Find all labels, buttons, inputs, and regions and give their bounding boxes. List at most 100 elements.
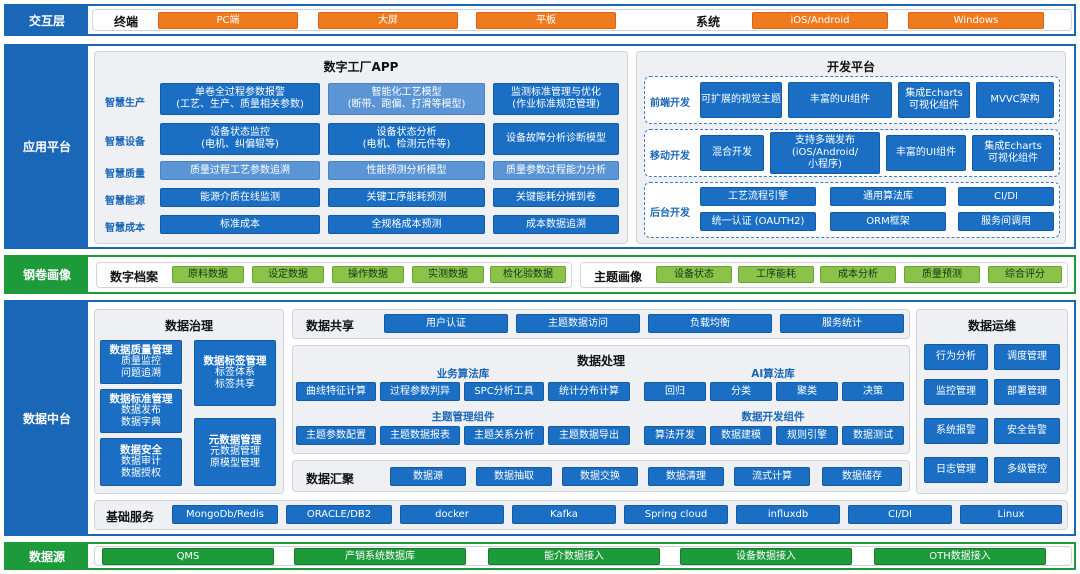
theme-quality-predict[interactable]: 质量预测 <box>904 266 980 283</box>
basic-oracle-db2[interactable]: ORACLE/DB2 <box>286 505 392 524</box>
source-qms[interactable]: QMS <box>102 548 274 565</box>
sharing-user-auth[interactable]: 用户认证 <box>384 314 508 333</box>
sharing-load-balance[interactable]: 负载均衡 <box>648 314 772 333</box>
dev-item-ui-components[interactable]: 丰富的UI组件 <box>788 82 892 118</box>
app-item-capability-analysis[interactable]: 质量参数过程能力分析 <box>493 161 619 180</box>
gather-data-clean[interactable]: 数据清理 <box>648 467 724 486</box>
ai-clustering[interactable]: 聚类 <box>776 382 838 401</box>
basic-mongodb-redis[interactable]: MongoDb/Redis <box>172 505 278 524</box>
archive-inspection-data[interactable]: 检化验数据 <box>490 266 566 283</box>
app-item-process-model[interactable]: 智能化工艺模型 (断带、跑偏、打滑等模型) <box>328 83 485 115</box>
app-item-param-alarm[interactable]: 单卷全过程参数报警 (工艺、生产、质量相关参数) <box>160 83 320 115</box>
dev-item-mvvc[interactable]: MVVC架构 <box>976 82 1054 118</box>
biz-param-anomaly[interactable]: 过程参数判异 <box>380 382 460 401</box>
dev-item-multi-publish[interactable]: 支持多端发布 (iOS/Android/ 小程序) <box>770 132 880 174</box>
dev-item-mobile-ui[interactable]: 丰富的UI组件 <box>886 135 966 171</box>
app-item-cost-predict[interactable]: 全规格成本预测 <box>328 215 485 234</box>
basic-influxdb[interactable]: influxdb <box>736 505 840 524</box>
basic-ci-di[interactable]: CI/DI <box>848 505 952 524</box>
archive-setting-data[interactable]: 设定数据 <box>252 266 324 283</box>
dev-item-visual-theme[interactable]: 可扩展的视觉主题 <box>700 82 782 118</box>
theme-overall-score[interactable]: 综合评分 <box>988 266 1062 283</box>
app-item-standard-cost[interactable]: 标准成本 <box>160 215 320 234</box>
row-label-smart-energy: 智慧能源 <box>105 196 145 207</box>
dev-item-hybrid[interactable]: 混合开发 <box>700 135 764 171</box>
source-oth-access[interactable]: OTH数据接入 <box>874 548 1046 565</box>
dev-algorithm[interactable]: 算法开发 <box>644 426 706 445</box>
governance-metadata-mgmt[interactable]: 元数据管理 元数据管理 原模型管理 <box>194 418 276 486</box>
dev-item-oauth[interactable]: 统一认证 (OAUTH2) <box>700 212 816 231</box>
ops-log-mgmt[interactable]: 日志管理 <box>924 457 988 483</box>
ops-monitor-mgmt[interactable]: 监控管理 <box>924 379 988 405</box>
dev-rule-engine[interactable]: 规则引擎 <box>776 426 838 445</box>
governance-tag-mgmt[interactable]: 数据标签管理 标签体系 标签共享 <box>194 340 276 406</box>
basic-linux[interactable]: Linux <box>960 505 1062 524</box>
topic-data-export[interactable]: 主题数据导出 <box>548 426 630 445</box>
dev-item-ci-di[interactable]: CI/DI <box>958 187 1054 206</box>
governance-data-security[interactable]: 数据安全 数据审计 数据授权 <box>100 438 182 486</box>
gather-data-extract[interactable]: 数据抽取 <box>476 467 552 486</box>
sharing-topic-access[interactable]: 主题数据访问 <box>516 314 640 333</box>
data-source-layer: 数据源 QMS 产销系统数据库 能介数据接入 设备数据接入 OTH数据接入 <box>4 542 1076 570</box>
app-item-performance-predict[interactable]: 性能预测分析模型 <box>328 161 485 180</box>
ops-behavior-analysis[interactable]: 行为分析 <box>924 344 988 370</box>
terminal-pc[interactable]: PC端 <box>158 12 298 29</box>
archive-raw-data[interactable]: 原料数据 <box>172 266 244 283</box>
biz-spc-tool[interactable]: SPC分析工具 <box>464 382 544 401</box>
governance-standard-mgmt[interactable]: 数据标准管理 数据发布 数据字典 <box>100 389 182 433</box>
ai-regression[interactable]: 回归 <box>644 382 706 401</box>
app-item-equip-analysis[interactable]: 设备状态分析 (电机、检测元件等) <box>328 123 485 155</box>
dev-data-testing[interactable]: 数据测试 <box>842 426 904 445</box>
gather-stream-compute[interactable]: 流式计算 <box>734 467 810 486</box>
app-item-energy-allocate[interactable]: 关键能耗分摊到卷 <box>493 188 619 207</box>
archive-measured-data[interactable]: 实测数据 <box>412 266 484 283</box>
theme-equipment-status[interactable]: 设备状态 <box>656 266 732 283</box>
ai-algorithm-title: AI算法库 <box>751 368 795 380</box>
topic-data-report[interactable]: 主题数据报表 <box>380 426 460 445</box>
app-item-energy-monitor[interactable]: 能源介质在线监测 <box>160 188 320 207</box>
archive-operation-data[interactable]: 操作数据 <box>332 266 404 283</box>
terminal-tablet[interactable]: 平板 <box>476 12 616 29</box>
app-item-quality-trace[interactable]: 质量过程工艺参数追溯 <box>160 161 320 180</box>
source-energy-access[interactable]: 能介数据接入 <box>488 548 660 565</box>
dev-data-modeling[interactable]: 数据建模 <box>710 426 772 445</box>
source-sales-db[interactable]: 产销系统数据库 <box>294 548 466 565</box>
terminal-bigscreen[interactable]: 大屏 <box>318 12 458 29</box>
gather-data-exchange[interactable]: 数据交换 <box>562 467 638 486</box>
ops-schedule-mgmt[interactable]: 调度管理 <box>994 344 1060 370</box>
ops-multilevel-control[interactable]: 多级管控 <box>994 457 1060 483</box>
dev-item-service-call[interactable]: 服务间调用 <box>958 212 1054 231</box>
ops-deploy-mgmt[interactable]: 部署管理 <box>994 379 1060 405</box>
system-ios-android[interactable]: iOS/Android <box>752 12 888 29</box>
application-platform-label: 应用平台 <box>6 46 88 247</box>
governance-quality-mgmt[interactable]: 数据质量管理 质量监控 问题追溯 <box>100 340 182 384</box>
app-item-fault-diagnosis[interactable]: 设备故障分析诊断模型 <box>493 123 619 155</box>
topic-relation-analysis[interactable]: 主题关系分析 <box>464 426 544 445</box>
basic-kafka[interactable]: Kafka <box>512 505 616 524</box>
ops-security-alarm[interactable]: 安全告警 <box>994 418 1060 444</box>
ai-decision[interactable]: 决策 <box>842 382 904 401</box>
app-item-equip-monitor[interactable]: 设备状态监控 (电机、纠偏辊等) <box>160 123 320 155</box>
ai-classification[interactable]: 分类 <box>710 382 772 401</box>
app-item-energy-predict[interactable]: 关键工序能耗预测 <box>328 188 485 207</box>
dev-item-algorithm-lib[interactable]: 通用算法库 <box>830 187 946 206</box>
ops-system-alarm[interactable]: 系统报警 <box>924 418 988 444</box>
topic-param-config[interactable]: 主题参数配置 <box>296 426 376 445</box>
source-equipment-access[interactable]: 设备数据接入 <box>680 548 852 565</box>
dev-item-workflow-engine[interactable]: 工艺流程引擎 <box>700 187 816 206</box>
theme-process-energy[interactable]: 工序能耗 <box>738 266 814 283</box>
app-item-cost-trace[interactable]: 成本数据追溯 <box>493 215 619 234</box>
dev-item-orm[interactable]: ORM框架 <box>830 212 946 231</box>
biz-distribution-calc[interactable]: 统计分布计算 <box>548 382 630 401</box>
basic-spring-cloud[interactable]: Spring cloud <box>624 505 728 524</box>
gather-data-storage[interactable]: 数据储存 <box>822 467 902 486</box>
sharing-service-stats[interactable]: 服务统计 <box>780 314 904 333</box>
theme-cost-analysis[interactable]: 成本分析 <box>820 266 896 283</box>
basic-docker[interactable]: docker <box>400 505 504 524</box>
dev-item-mobile-echarts[interactable]: 集成Echarts 可视化组件 <box>972 135 1054 171</box>
app-item-standard-mgmt[interactable]: 监测标准管理与优化 (作业标准规范管理) <box>493 83 619 115</box>
system-windows[interactable]: Windows <box>908 12 1044 29</box>
dev-item-echarts[interactable]: 集成Echarts 可视化组件 <box>898 82 970 118</box>
gather-data-source[interactable]: 数据源 <box>390 467 466 486</box>
biz-curve-feature[interactable]: 曲线特征计算 <box>296 382 376 401</box>
